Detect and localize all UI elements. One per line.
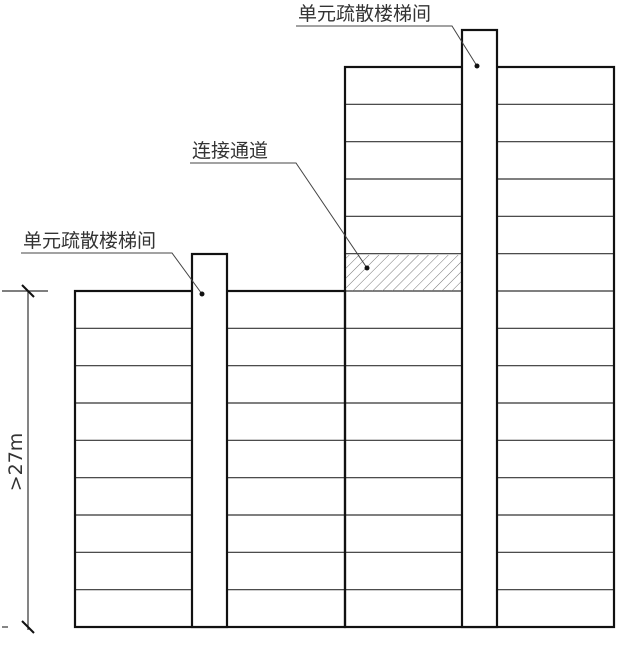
- left-stair-label: 单元疏散楼梯间: [23, 230, 156, 252]
- top-stair-label: 单元疏散楼梯间: [298, 3, 431, 25]
- callout-top-stair: 单元疏散楼梯间: [296, 3, 480, 69]
- connecting-passage: [346, 255, 462, 291]
- callout-left-stair: 单元疏散楼梯间: [21, 230, 205, 297]
- connector-label: 连接通道: [192, 140, 268, 162]
- callout-connector: 连接通道: [190, 140, 370, 271]
- right-stair-shaft: [460, 28, 499, 629]
- height-dimension: >27m: [2, 284, 48, 634]
- left-stair-shaft: [190, 252, 229, 629]
- height-dimension-label: >27m: [5, 433, 27, 492]
